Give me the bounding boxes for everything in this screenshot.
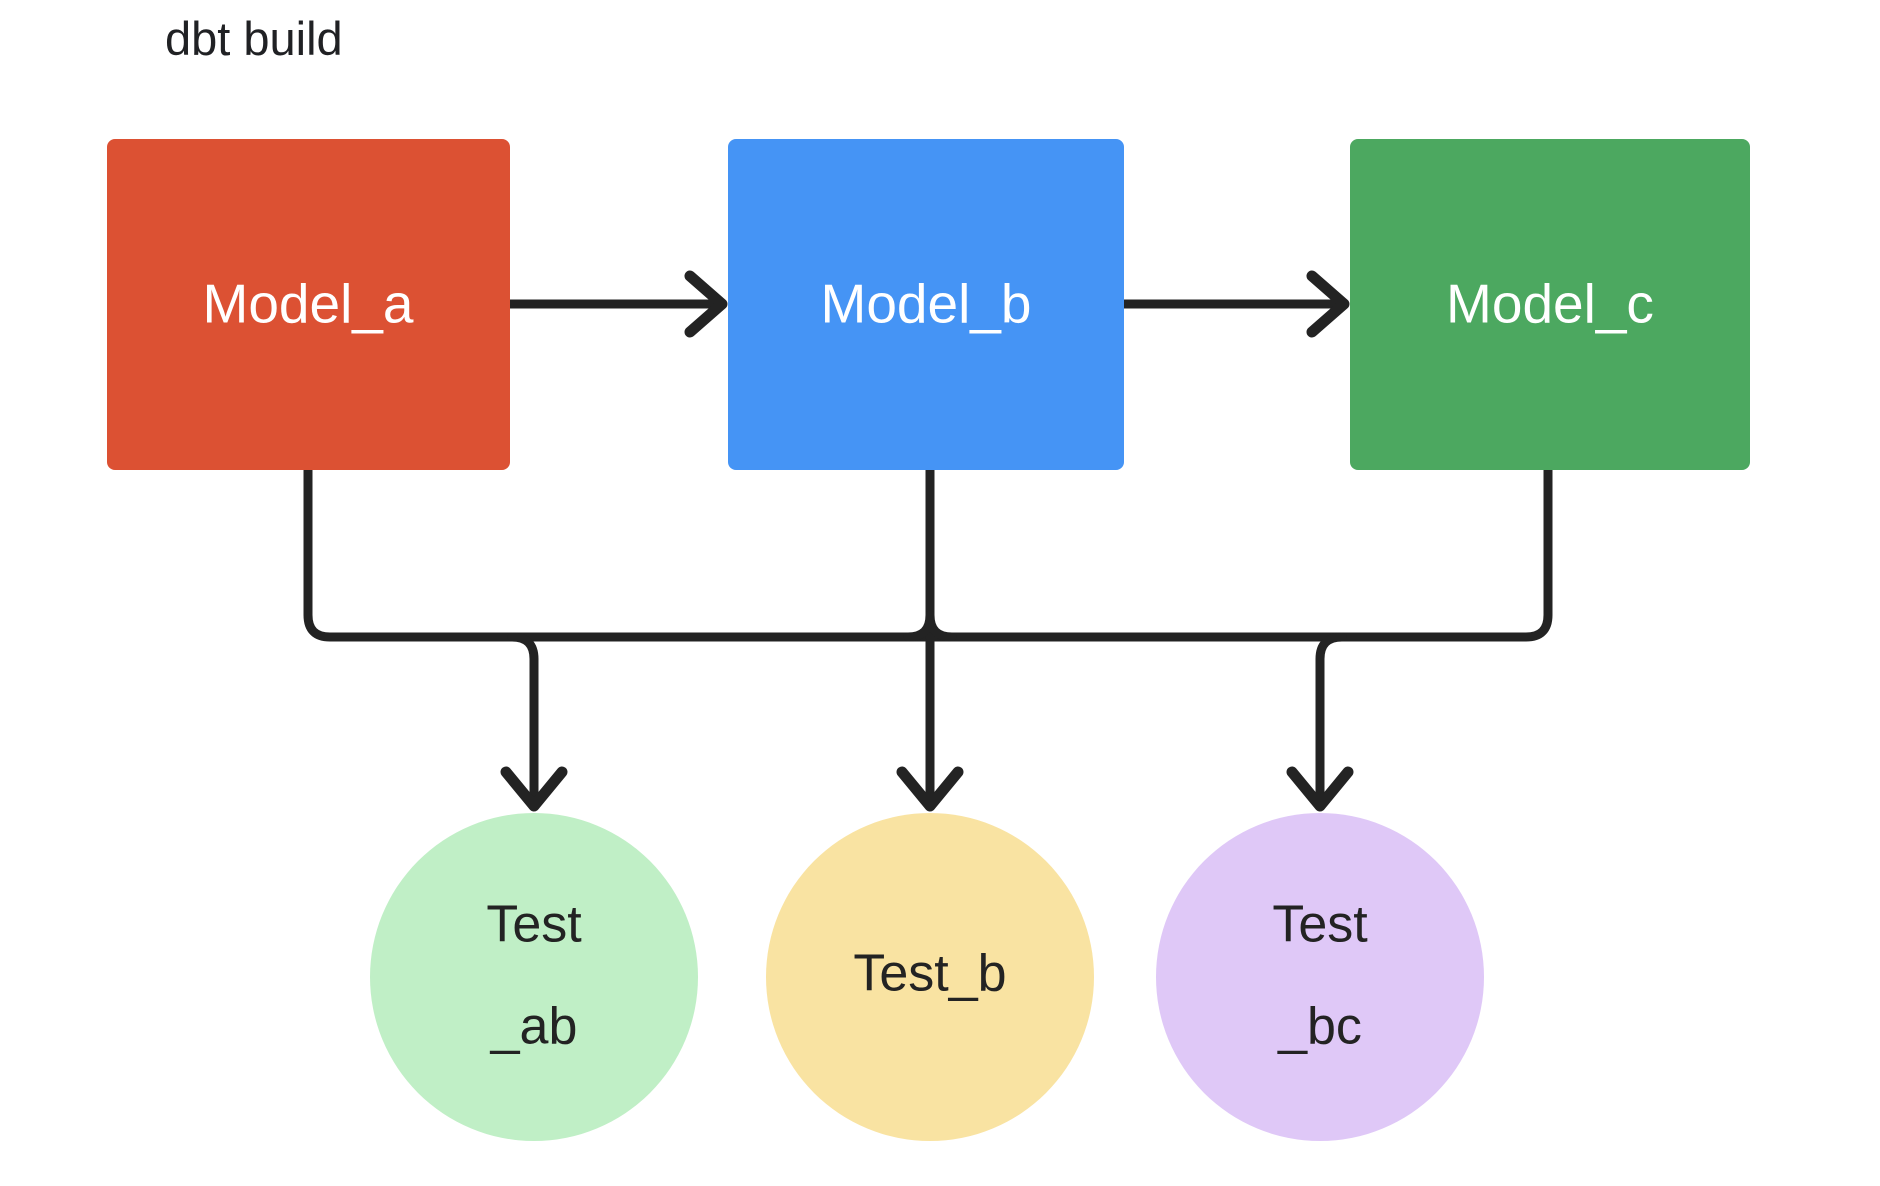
model-node-model_a[interactable]: Model_a	[107, 139, 510, 470]
test-node-test_b[interactable]: Test_b	[766, 813, 1094, 1141]
edge-line	[507, 632, 539, 805]
test-node-label-line1: Test_b	[853, 945, 1006, 1003]
edge-fillet-right	[925, 610, 957, 642]
arrowhead-icon	[1306, 270, 1350, 338]
model-node-shape[interactable]	[107, 139, 510, 470]
edge-model-c-to-test-bc	[925, 465, 1553, 642]
model-node-model_b[interactable]: Model_b	[728, 139, 1124, 470]
test-node-label-line1: Test	[486, 896, 582, 954]
page-title: dbt build	[165, 12, 343, 65]
model-node-model_c[interactable]: Model_c	[1350, 139, 1750, 470]
test-node-test_ab[interactable]: Test _ab	[370, 813, 698, 1141]
edge-line	[925, 465, 1553, 642]
edge-model-a-to-model-b	[505, 270, 728, 338]
edge-line	[303, 465, 935, 642]
edge-bus-to-test-ab	[500, 632, 568, 812]
arrowhead-icon	[684, 270, 728, 338]
edge-line	[1315, 632, 1347, 805]
edge-model-a-to-test-ab	[303, 465, 935, 642]
test-node-label-line1: Test	[1272, 896, 1368, 954]
test-node-test_bc[interactable]: Test _bc	[1156, 813, 1484, 1141]
test-node-label-line2: _bc	[1277, 998, 1362, 1056]
test-node-shape[interactable]	[370, 813, 698, 1141]
test-node-label-line2: _ab	[490, 998, 578, 1056]
model-node-label: Model_c	[1446, 273, 1654, 335]
arrowhead-icon	[1286, 766, 1354, 812]
model-node-shape[interactable]	[728, 139, 1124, 470]
test-node-shape[interactable]	[766, 813, 1094, 1141]
edge-bus-to-test-bc	[1286, 632, 1354, 812]
arrowhead-icon	[500, 766, 568, 812]
model-node-label: Model_b	[821, 273, 1032, 335]
test-node-shape[interactable]	[1156, 813, 1484, 1141]
model-node-shape[interactable]	[1350, 139, 1750, 470]
edge-model-b-to-model-c	[1119, 270, 1350, 338]
model-node-label: Model_a	[203, 273, 414, 335]
edge-layer	[303, 270, 1553, 812]
arrowhead-icon	[896, 766, 964, 812]
